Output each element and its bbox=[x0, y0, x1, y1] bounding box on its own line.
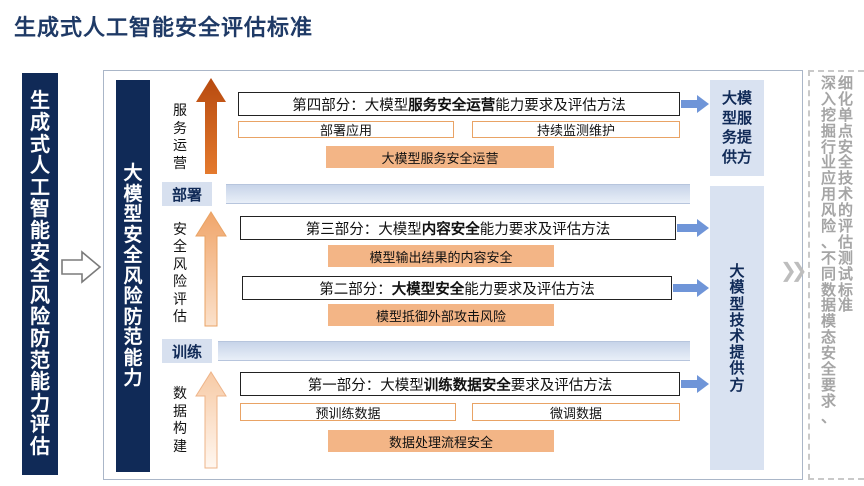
part4-keyword: 服务安全运营 bbox=[408, 97, 496, 114]
part3-prefix: 第三部分：大模型 bbox=[305, 221, 422, 238]
item-monitor: 持续监测维护 bbox=[472, 121, 680, 139]
up-arrow-icon bbox=[195, 371, 227, 469]
item-pretrain: 预训练数据 bbox=[240, 403, 456, 422]
up-arrow-icon bbox=[196, 78, 226, 174]
provider-service: 大模型服务提供方 bbox=[710, 80, 764, 176]
phase-band-deploy bbox=[226, 184, 690, 204]
part1-keyword: 训练数据安全 bbox=[423, 377, 511, 394]
part2-prefix: 第二部分： bbox=[319, 281, 392, 298]
provider-tech: 大模型技术提供方 bbox=[710, 186, 764, 470]
item-service-ops: 大模型服务安全运营 bbox=[326, 146, 554, 168]
item-attack-risk: 模型抵御外部攻击风险 bbox=[328, 304, 554, 326]
part2-box: 第二部分：大模型安全能力要求及评估方法 bbox=[242, 276, 672, 300]
stage-label-service: 服务运营 bbox=[173, 103, 187, 172]
part3-keyword: 内容安全 bbox=[421, 221, 480, 238]
right-arrow-icon bbox=[681, 95, 709, 113]
right-arrow-icon bbox=[677, 219, 709, 237]
up-arrow-icon bbox=[195, 211, 227, 327]
part3-box: 第三部分：大模型内容安全能力要求及评估方法 bbox=[240, 216, 676, 240]
item-content-safety: 模型输出结果的内容安全 bbox=[328, 245, 554, 267]
right-note: 深入挖掘行业应用风险、不同数据模态安全要求、 细化单点安全技术的评估测试标准 bbox=[808, 70, 864, 480]
page-title: 生成式人工智能安全评估标准 bbox=[14, 16, 314, 41]
part4-suffix: 能力要求及评估方法 bbox=[495, 97, 626, 114]
right-note-col1: 深入挖掘行业应用风险、不同数据模态安全要求、 bbox=[820, 74, 836, 426]
part1-suffix: 要求及评估方法 bbox=[510, 377, 613, 394]
right-arrow-icon bbox=[61, 250, 102, 284]
phase-band-train bbox=[218, 341, 690, 361]
item-deploy-app: 部署应用 bbox=[238, 121, 454, 139]
part1-prefix: 第一部分：大模型 bbox=[307, 377, 424, 394]
right-arrow-icon bbox=[673, 279, 709, 297]
stage-label-data: 数据构建 bbox=[173, 386, 187, 455]
stage-label-risk: 安全风险评估 bbox=[173, 221, 187, 326]
item-finetune: 微调数据 bbox=[472, 403, 680, 422]
left-vertical-title: 生成式人工智能安全风险防范能力评估 bbox=[22, 73, 58, 475]
right-note-col2: 细化单点安全技术的评估测试标准 bbox=[838, 74, 854, 315]
right-arrow-icon bbox=[681, 375, 709, 393]
double-chevron-icon: ❯❯ bbox=[780, 258, 807, 282]
provider-service-text: 大模型服务提供方 bbox=[721, 89, 752, 166]
part4-box: 第四部分：大模型服务安全运营能力要求及评估方法 bbox=[238, 92, 680, 116]
part3-suffix: 能力要求及评估方法 bbox=[479, 221, 611, 238]
part2-keyword: 大模型安全 bbox=[391, 281, 465, 298]
mid-vertical-title: 大模型安全风险防范能力 bbox=[116, 80, 150, 472]
phase-label-train: 训练 bbox=[162, 339, 212, 363]
phase-label-deploy: 部署 bbox=[162, 182, 212, 206]
part1-box: 第一部分：大模型训练数据安全要求及评估方法 bbox=[240, 372, 680, 396]
part2-suffix: 能力要求及评估方法 bbox=[464, 281, 595, 298]
part4-prefix: 第四部分：大模型 bbox=[292, 97, 409, 114]
item-pipeline: 数据处理流程安全 bbox=[328, 430, 554, 452]
